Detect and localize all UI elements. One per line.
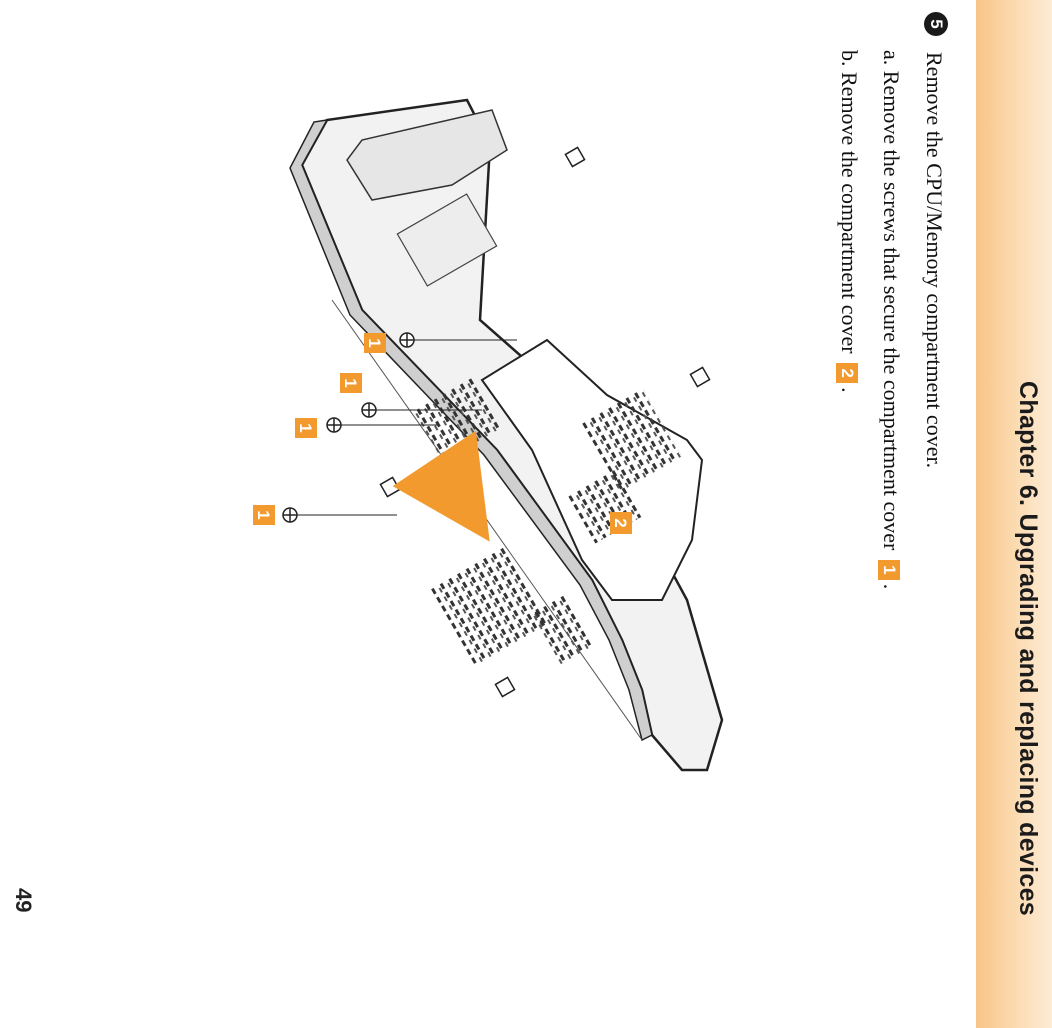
svg-text:1: 1 (365, 338, 384, 347)
svg-text:1: 1 (341, 378, 360, 387)
callout-badge-1: 1 (253, 505, 275, 525)
laptop-bottom (289, 98, 724, 772)
svg-text:1: 1 (296, 423, 315, 432)
callout-badge-1: 1 (364, 333, 386, 353)
svg-text:2: 2 (611, 518, 630, 527)
callout-badge-2: 2 (610, 512, 632, 534)
screw-icon (361, 402, 482, 418)
page-number: 49 (11, 888, 36, 913)
screw-icon (282, 507, 397, 523)
callout-badge-1: 1 (295, 418, 317, 438)
callout-badge-1: 1 (340, 373, 362, 393)
screw-icon (399, 332, 517, 348)
arrow-icon (392, 430, 490, 542)
svg-text:1: 1 (254, 510, 273, 519)
screw-icon (326, 417, 437, 433)
